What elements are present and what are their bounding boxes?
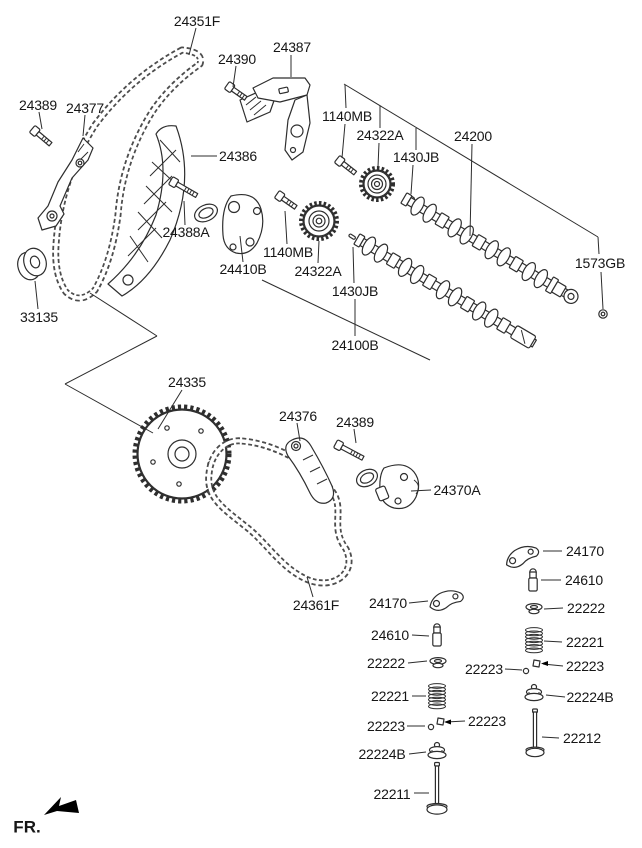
bolt-24390 bbox=[224, 81, 248, 101]
part-label-24322A-upper: 24322A bbox=[356, 127, 404, 143]
part-label-1430JB-upper: 1430JB bbox=[392, 149, 440, 165]
part-label-24610-left: 24610 bbox=[371, 627, 409, 643]
tensioner-arm-24386 bbox=[107, 125, 186, 297]
cap-1573GB bbox=[598, 309, 608, 319]
part-label-24335: 24335 bbox=[168, 374, 206, 390]
mounting-bracket-24387 bbox=[239, 77, 311, 161]
camshaft-24200 bbox=[400, 192, 579, 305]
part-label-24610-right: 24610 bbox=[565, 572, 603, 588]
part-label-24388A: 24388A bbox=[162, 224, 210, 240]
part-label-22224B-right: 22224B bbox=[566, 689, 614, 705]
chain-tensioner-24410B bbox=[194, 193, 264, 255]
spring-retainer-22224B-left bbox=[427, 741, 447, 760]
fr-arrow bbox=[44, 797, 79, 815]
valve-spring-22221-right bbox=[525, 627, 543, 654]
part-label-24170-left: 24170 bbox=[369, 595, 407, 611]
bolt-24389-upper bbox=[29, 125, 53, 147]
part-label-1140MB-upper: 1140MB bbox=[322, 108, 372, 124]
part-label-24377: 24377 bbox=[66, 100, 104, 116]
valve-lock-22223-left-pair bbox=[427, 717, 445, 731]
spring-retainer-22224B-right bbox=[524, 683, 544, 702]
fr-direction-label: FR. bbox=[13, 817, 41, 837]
part-label-22224B-left: 22224B bbox=[358, 746, 406, 762]
part-label-22211: 22211 bbox=[373, 786, 411, 802]
damper-33135 bbox=[17, 247, 47, 281]
part-label-24200: 24200 bbox=[454, 128, 492, 144]
timing-chain-24351F bbox=[52, 46, 205, 302]
part-label-24361F: 24361F bbox=[292, 597, 340, 613]
exhaust-valve-22212 bbox=[525, 708, 545, 758]
part-label-24351F: 24351F bbox=[173, 13, 221, 29]
cam-sprocket-24322A-upper bbox=[359, 166, 395, 202]
chain-guide-24376 bbox=[285, 437, 335, 504]
rocker-arm-24170-right bbox=[505, 545, 540, 568]
intake-valve-22211 bbox=[426, 761, 448, 815]
rocker-arm-24170-left bbox=[429, 590, 464, 611]
part-label-22223-right-b: 22223 bbox=[566, 658, 604, 674]
part-label-24387: 24387 bbox=[273, 39, 311, 55]
camshaft-24100B bbox=[353, 233, 537, 349]
part-label-1573GB: 1573GB bbox=[574, 255, 626, 271]
part-label-22223-left-a: 22223 bbox=[367, 718, 405, 734]
part-label-24100B: 24100B bbox=[331, 337, 379, 353]
spring-seat-22222-left bbox=[429, 656, 447, 669]
part-label-22221-right: 22221 bbox=[566, 634, 604, 650]
part-label-24410B: 24410B bbox=[219, 261, 267, 277]
lash-adjuster-24610-right bbox=[528, 568, 538, 592]
part-label-24322A-lower: 24322A bbox=[294, 263, 342, 279]
part-label-33135: 33135 bbox=[20, 309, 58, 325]
part-label-22221-left: 22221 bbox=[371, 688, 409, 704]
part-label-1140MB-lower: 1140MB bbox=[263, 244, 313, 260]
bolt-1140MB-upper bbox=[334, 155, 358, 176]
part-label-22212: 22212 bbox=[563, 730, 601, 746]
chain-guide-arm-24377 bbox=[37, 137, 94, 231]
part-label-22223-right-a: 22223 bbox=[465, 661, 503, 677]
part-label-22222-right: 22222 bbox=[567, 600, 605, 616]
part-label-24390: 24390 bbox=[218, 51, 256, 67]
valve-lock-22223-right-pair bbox=[522, 659, 541, 675]
part-label-24170-right: 24170 bbox=[566, 543, 604, 559]
spring-seat-22222-right bbox=[525, 602, 543, 615]
part-label-24376: 24376 bbox=[279, 408, 317, 424]
bolt-24388A bbox=[168, 176, 199, 199]
part-label-24389-lower: 24389 bbox=[336, 414, 374, 430]
part-label-22222-left: 22222 bbox=[367, 655, 405, 671]
dowel-pin-1430JB-lower bbox=[348, 233, 356, 240]
leader-lines bbox=[34, 27, 604, 794]
chain-tensioner-24370A bbox=[355, 464, 420, 510]
part-label-1430JB-lower: 1430JB bbox=[331, 283, 379, 299]
crank-sprocket-24335 bbox=[132, 404, 232, 504]
valve-spring-22221-left bbox=[428, 683, 446, 710]
lash-adjuster-24610-left bbox=[432, 623, 442, 647]
part-label-22223-left-b: 22223 bbox=[468, 713, 506, 729]
part-label-24386: 24386 bbox=[219, 148, 257, 164]
bolt-24389-lower bbox=[333, 439, 365, 461]
part-label-24370A: 24370A bbox=[433, 482, 481, 498]
part-label-24389-upper: 24389 bbox=[19, 97, 57, 113]
cam-sprocket-24322A-lower bbox=[299, 201, 339, 241]
bolt-1140MB-lower bbox=[274, 190, 298, 210]
